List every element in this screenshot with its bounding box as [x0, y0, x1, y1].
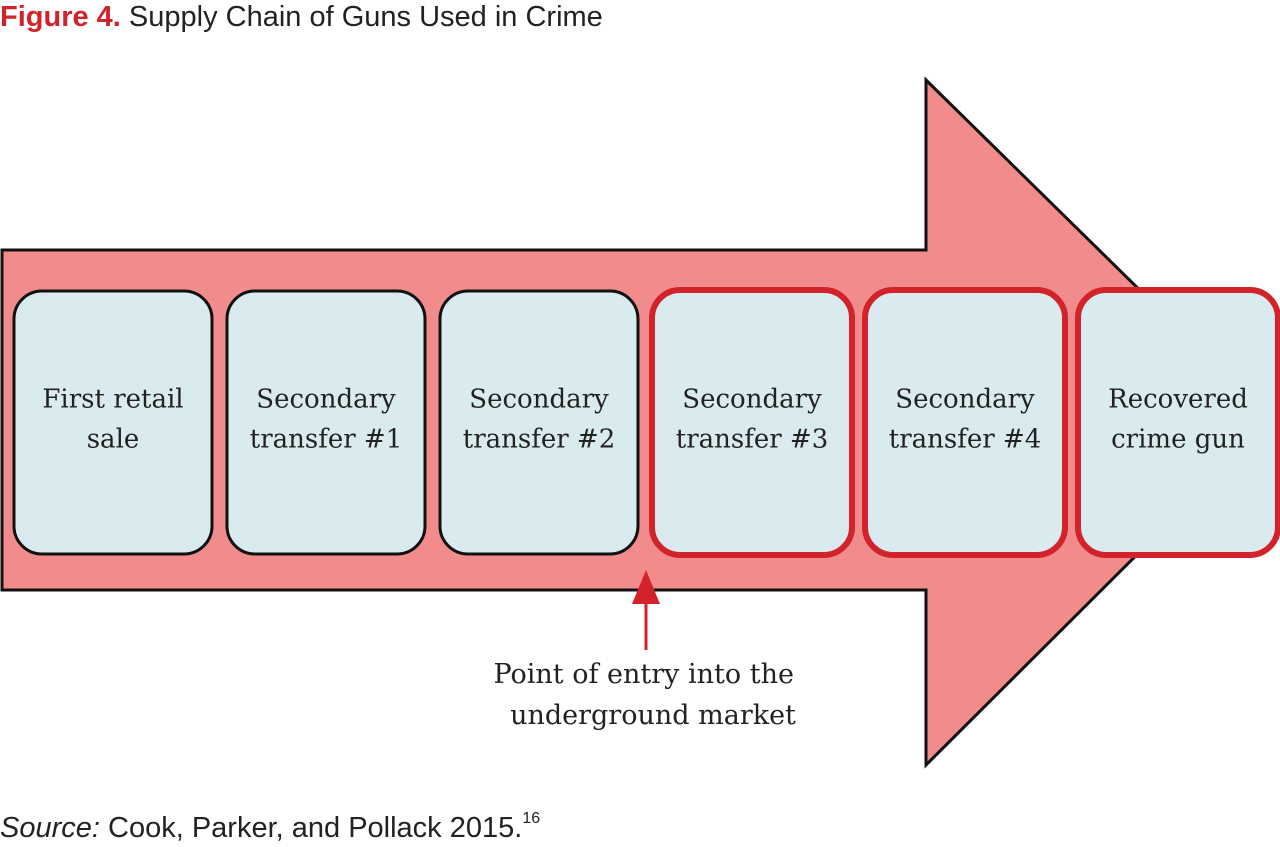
stage-label-line: Secondary: [682, 385, 822, 415]
stage-label-line: sale: [87, 425, 140, 455]
stage-box-frame: [862, 287, 1068, 558]
figure-title-text: Supply Chain of Guns Used in Crime: [128, 1, 603, 33]
stage-box-frame: [438, 289, 640, 556]
stage-label: Secondary transfer #2: [463, 385, 616, 455]
stage-box: Secondary transfer #1: [225, 289, 427, 556]
stage-label-line: transfer #2: [463, 425, 616, 455]
stage-label: Secondary transfer #3: [676, 385, 829, 455]
stage-box: Secondary transfer #2: [438, 289, 640, 556]
stage-box-frame: [12, 289, 214, 556]
stage-label: Secondary transfer #4: [889, 385, 1042, 455]
stage-label-line: Recovered: [1108, 385, 1248, 415]
stage-box: First retail sale: [12, 289, 214, 556]
stage-label-line: transfer #3: [676, 425, 829, 455]
entry-label-line-1: Point of entry into the: [493, 659, 794, 690]
stage-box: Secondary transfer #3: [649, 287, 855, 558]
entry-label-line-2: underground market: [510, 700, 796, 731]
stage-box-frame: [649, 287, 855, 558]
stage-label-line: Secondary: [469, 385, 609, 415]
stage-label: Secondary transfer #1: [250, 385, 403, 455]
figure-title: Figure 4. Supply Chain of Guns Used in C…: [0, 0, 603, 36]
stage-box-frame: [225, 289, 427, 556]
stage-label: First retail sale: [42, 385, 183, 455]
stage-label-line: crime gun: [1111, 425, 1245, 455]
footnote-ref: 16: [522, 810, 541, 827]
stage-label-line: transfer #4: [889, 425, 1042, 455]
stage-box: Recovered crime gun: [1075, 287, 1280, 558]
stage-box-frame: [1075, 287, 1280, 558]
source-label: Source:: [0, 812, 100, 844]
stage-label-line: Secondary: [256, 385, 396, 415]
stage-label-line: transfer #1: [250, 425, 403, 455]
stage-label: Recovered crime gun: [1108, 385, 1248, 455]
stage-box: Secondary transfer #4: [862, 287, 1068, 558]
stage-label-line: First retail: [42, 385, 183, 415]
entry-label: Point of entry into the underground mark…: [493, 659, 802, 731]
figure-number: Figure 4.: [0, 1, 121, 33]
source-text: Cook, Parker, and Pollack 2015.: [99, 812, 523, 844]
entry-point-marker: Point of entry into the underground mark…: [493, 570, 802, 731]
stage-label-line: Secondary: [895, 385, 1035, 415]
source-note: Source: Cook, Parker, and Pollack 2015.1…: [0, 810, 540, 846]
entry-arrow-head: [632, 570, 660, 604]
